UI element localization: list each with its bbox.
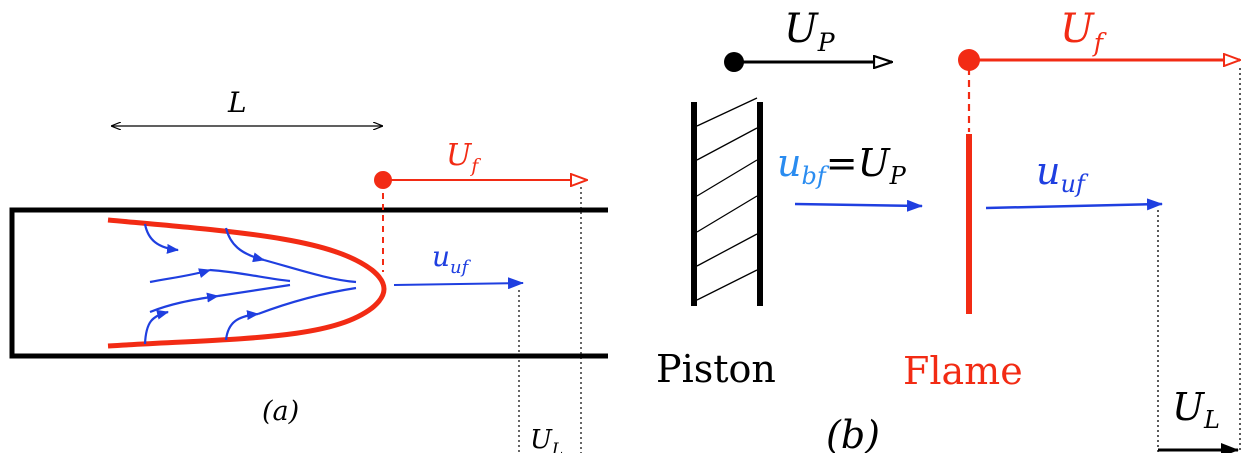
piston-label: Piston: [656, 347, 776, 391]
flame-point-dot: [958, 49, 980, 71]
piston: [691, 97, 763, 306]
flame-speed-label: Uf: [446, 138, 481, 177]
flame-speed-label-b: Uf: [1060, 6, 1107, 57]
flame-tip-dot: [374, 171, 392, 189]
piston-point-dot: [724, 52, 744, 72]
panel-b: UP Piston ubf=UP Flame Uf: [656, 6, 1240, 453]
piston-speed-label: UP: [784, 6, 836, 57]
tube-wall: [9, 207, 608, 359]
flame-label: Flame: [903, 349, 1023, 393]
unburnt-velocity-arrow-b: [985, 198, 1163, 211]
flame-front: [107, 217, 387, 349]
burnt-velocity-equation: ubf=UP: [777, 141, 907, 190]
panel-a: L Uf uuf UL (a): [9, 86, 608, 453]
unburnt-velocity-arrow: [393, 277, 524, 290]
unburnt-velocity-label-b: uuf: [1036, 149, 1089, 198]
streamlines: [143, 223, 357, 345]
laminar-speed-label-b: UL: [1172, 385, 1220, 434]
unburnt-velocity-label: uuf: [432, 240, 472, 278]
panel-b-caption: (b): [826, 413, 880, 453]
length-label: L: [227, 86, 247, 119]
panel-a-caption: (a): [262, 396, 299, 427]
laminar-speed-label: UL: [530, 425, 563, 453]
burnt-velocity-arrow: [794, 199, 923, 212]
